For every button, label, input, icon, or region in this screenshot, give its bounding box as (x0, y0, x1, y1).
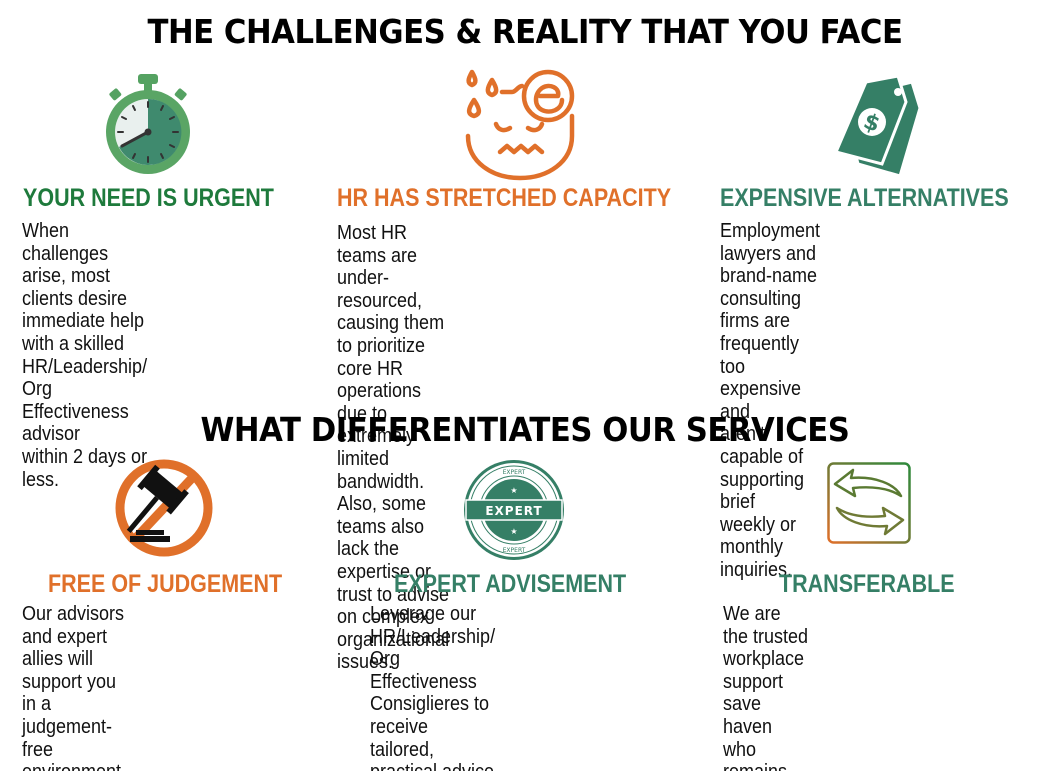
svg-text:EXPERT: EXPERT (503, 469, 526, 476)
card-body: Leverage our HR/Leadership/ Org Effectiv… (370, 603, 496, 771)
card-heading: FREE OF JUDGEMENT (48, 570, 283, 598)
no-gavel-icon (110, 456, 218, 560)
stressed-face-icon (462, 66, 582, 182)
price-tag-icon: $ (832, 72, 922, 178)
card-body: Our advisors and expert allies will supp… (22, 603, 126, 771)
transfer-arrows-icon (827, 462, 911, 544)
card-heading: EXPENSIVE ALTERNATIVES (720, 184, 1009, 212)
expert-badge-icon: EXPERT EXPERT EXPERT ★ ★ (462, 458, 566, 562)
card-heading: HR HAS STRETCHED CAPACITY (337, 184, 672, 212)
card-heading: TRANSFERABLE (779, 570, 955, 598)
section-title-challenges: THE CHALLENGES & REALITY THAT YOU FACE (147, 12, 903, 51)
card-body: Employment lawyers and brand-name consul… (720, 220, 821, 581)
card-heading: YOUR NEED IS URGENT (23, 184, 274, 212)
card-body: When challenges arise, most clients desi… (22, 220, 148, 491)
section-title-differentiators: WHAT DIFFERENTIATES OUR SERVICES (200, 410, 850, 449)
card-body: We are the trusted workplace support sav… (723, 603, 809, 771)
stopwatch-icon (100, 70, 196, 176)
svg-text:EXPERT: EXPERT (503, 547, 526, 554)
card-heading: EXPERT ADVISEMENT (394, 570, 627, 598)
card-body: Most HR teams are under-resourced, causi… (337, 222, 450, 674)
svg-text:★: ★ (510, 527, 517, 536)
svg-text:★: ★ (510, 486, 517, 495)
badge-label: EXPERT (485, 504, 542, 518)
